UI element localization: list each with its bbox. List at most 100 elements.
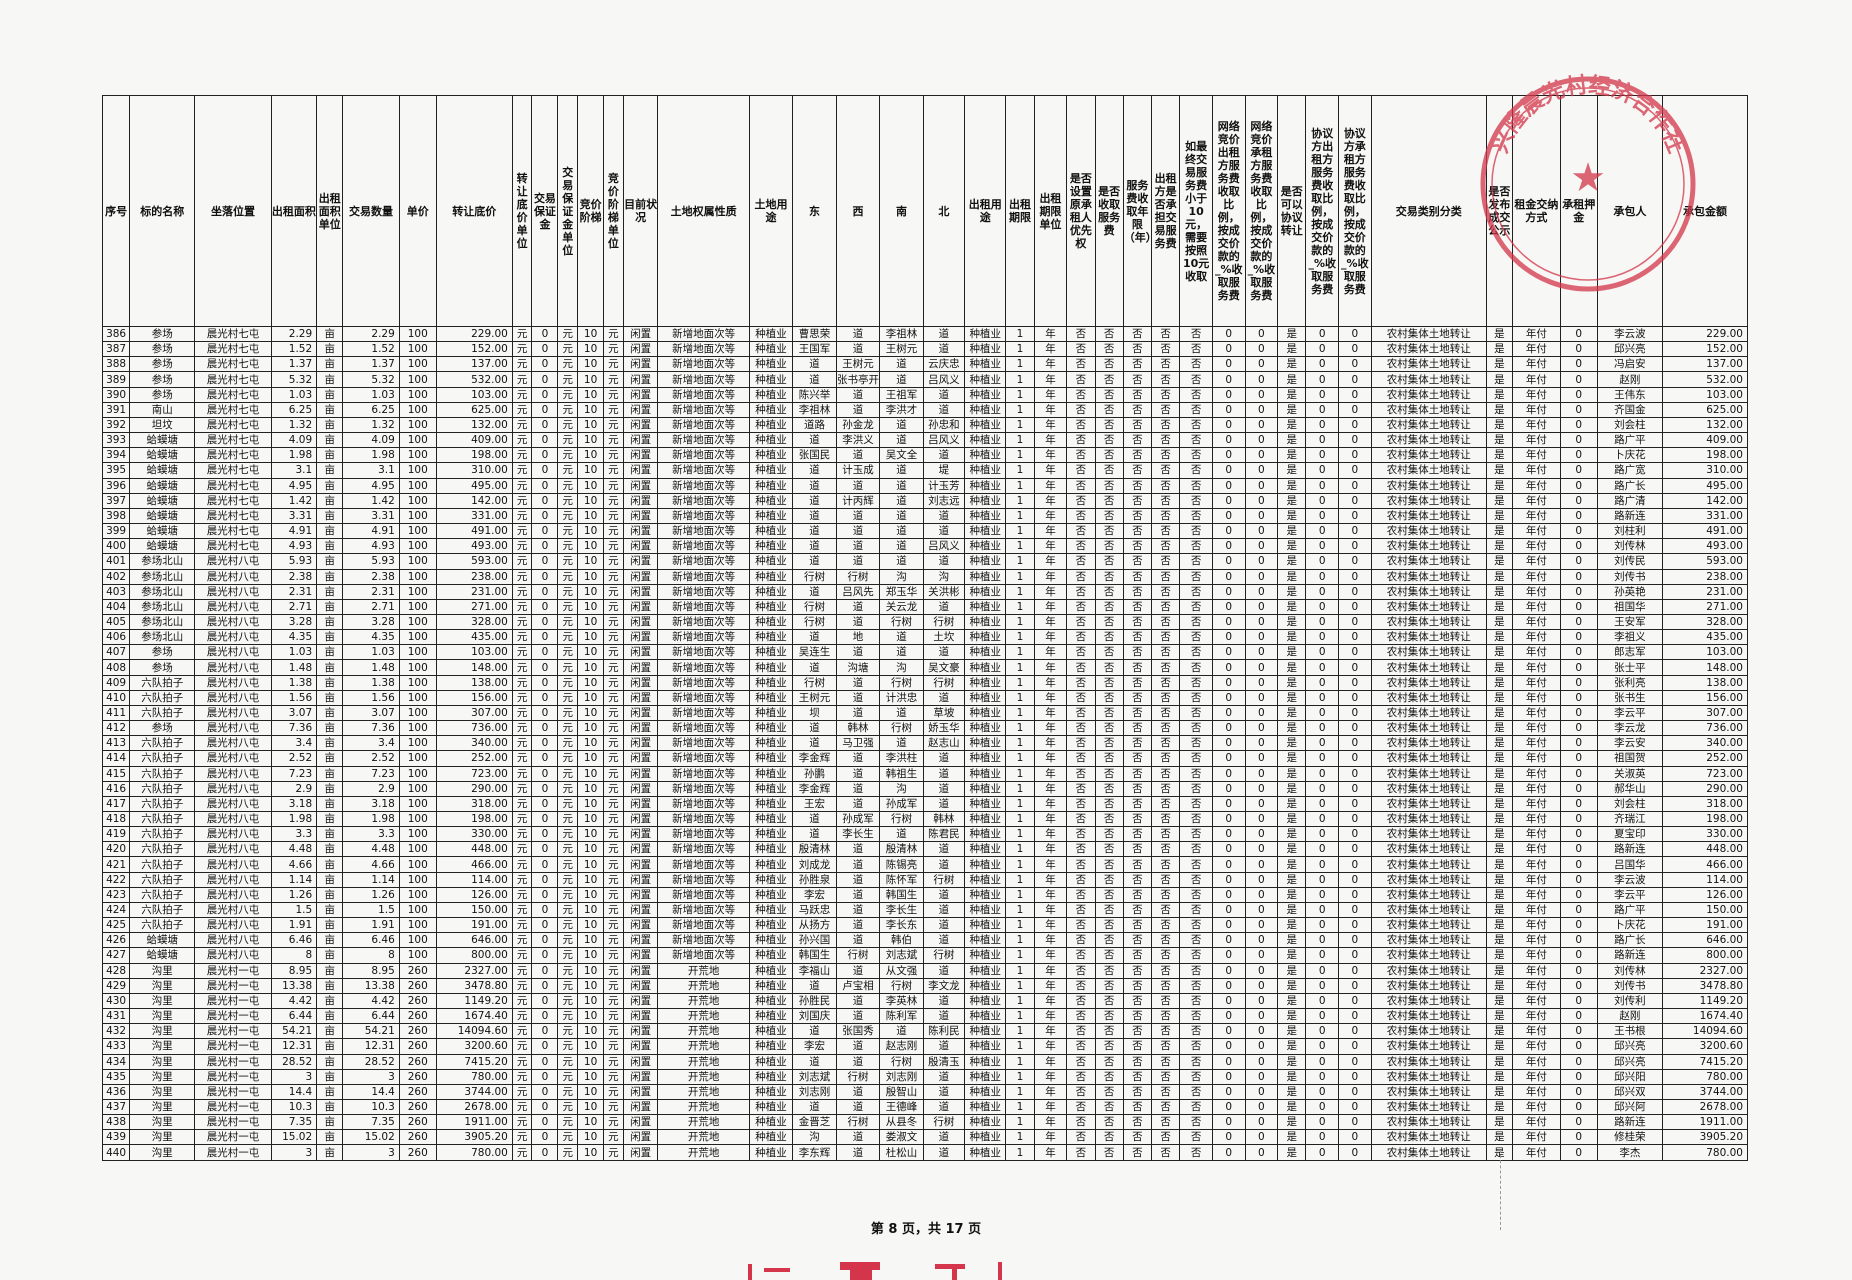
table-cell: 是 bbox=[1485, 932, 1513, 949]
table-cell: 是 bbox=[1485, 613, 1513, 631]
table-cell: 年 bbox=[1033, 538, 1068, 555]
table-cell: 10 bbox=[577, 401, 605, 418]
table-cell: 亩 bbox=[316, 613, 344, 631]
table-cell: 道 bbox=[792, 977, 837, 994]
table-cell: 年付 bbox=[1511, 856, 1561, 873]
table-cell: 0 bbox=[1338, 538, 1372, 555]
table-cell: 是 bbox=[1485, 826, 1513, 843]
table-cell: 刘会柱 bbox=[1596, 795, 1663, 813]
table-cell: 元 bbox=[603, 704, 624, 722]
table-cell: 元 bbox=[557, 629, 579, 646]
table-cell: 152.00 bbox=[1661, 341, 1749, 358]
table-cell: 年付 bbox=[1511, 629, 1561, 646]
table-cell: 农村集体土地转让 bbox=[1370, 810, 1487, 828]
table-cell: 晨光村八屯 bbox=[194, 735, 272, 752]
table-cell: 0 bbox=[1338, 947, 1372, 964]
table-cell: 10 bbox=[577, 886, 605, 903]
table-cell: 草坡 bbox=[922, 704, 966, 722]
table-cell: 道 bbox=[922, 841, 966, 858]
table-cell: 新增地面次等 bbox=[657, 507, 750, 525]
table-cell: 3.1 bbox=[342, 462, 400, 479]
table-cell: 晨光村七屯 bbox=[194, 432, 272, 449]
table-cell: 种植业 bbox=[964, 325, 1007, 343]
table-cell: 100 bbox=[398, 583, 437, 600]
table-cell: 391 bbox=[101, 401, 131, 418]
table-cell: 亩 bbox=[316, 356, 344, 373]
table-cell: 参场北山 bbox=[129, 583, 196, 600]
table-cell: 3 bbox=[270, 1144, 318, 1161]
table-cell: 沟里 bbox=[129, 992, 196, 1010]
table-cell: 韩伯 bbox=[879, 932, 924, 949]
table-cell: 1 bbox=[1005, 507, 1035, 525]
table-cell: 蛤蟆塘 bbox=[129, 932, 196, 949]
table-cell: 114.00 bbox=[1661, 871, 1749, 888]
table-cell: 是 bbox=[1485, 371, 1513, 388]
table-cell: 0 bbox=[531, 341, 559, 358]
table-cell: 李长生 bbox=[879, 901, 924, 919]
table-cell: 种植业 bbox=[964, 704, 1007, 722]
table-cell: 元 bbox=[511, 871, 533, 888]
table-cell: 种植业 bbox=[748, 750, 794, 767]
table-cell: 0 bbox=[1211, 341, 1246, 358]
table-cell: 元 bbox=[511, 826, 533, 843]
table-cell: 100 bbox=[398, 598, 437, 615]
table-cell: 0 bbox=[1305, 629, 1340, 646]
table-cell: 否 bbox=[1179, 780, 1213, 797]
table-cell: 0 bbox=[1211, 689, 1246, 706]
table-cell: 1149.20 bbox=[435, 992, 513, 1010]
table-cell: 年 bbox=[1033, 871, 1068, 888]
table-cell: 是 bbox=[1485, 886, 1513, 903]
table-cell: 张士平 bbox=[1596, 659, 1663, 676]
table-cell: 1 bbox=[1005, 1068, 1035, 1085]
table-cell: 行树 bbox=[879, 810, 924, 828]
table-cell: 100 bbox=[398, 401, 437, 418]
table-cell: 元 bbox=[603, 416, 624, 434]
table-cell: 0 bbox=[1338, 553, 1372, 570]
table-cell: 100 bbox=[398, 704, 437, 722]
table-cell: 260 bbox=[398, 1008, 437, 1025]
table-cell: 10 bbox=[577, 795, 605, 813]
table-cell: 道 bbox=[835, 932, 881, 949]
table-cell: 3.31 bbox=[270, 507, 318, 525]
table-cell: 0 bbox=[1559, 841, 1598, 858]
table-cell: 否 bbox=[1179, 1038, 1213, 1055]
table-cell: 闲置 bbox=[622, 659, 659, 676]
table-cell: 否 bbox=[1151, 977, 1181, 994]
table-cell: 农村集体土地转让 bbox=[1370, 674, 1487, 691]
table-cell: 闲置 bbox=[622, 1068, 659, 1085]
table-cell: 418 bbox=[101, 810, 131, 828]
table-cell: 10 bbox=[577, 841, 605, 858]
table-cell: 闲置 bbox=[622, 553, 659, 570]
table-cell: 参场北山 bbox=[129, 553, 196, 570]
table-cell: 否 bbox=[1094, 795, 1124, 813]
table-cell: 0 bbox=[1338, 1008, 1372, 1025]
table-cell: 沟 bbox=[922, 568, 966, 585]
table-cell: 0 bbox=[1305, 598, 1340, 615]
table-cell: 是 bbox=[1277, 1068, 1307, 1085]
table-cell: 元 bbox=[557, 704, 579, 722]
table-cell: 10 bbox=[577, 598, 605, 615]
table-cell: 否 bbox=[1122, 462, 1153, 479]
table-cell: 否 bbox=[1094, 1023, 1124, 1040]
table-cell: 种植业 bbox=[748, 553, 794, 570]
table-cell: 刘志刚 bbox=[879, 1068, 924, 1085]
column-header: 序号 bbox=[101, 95, 131, 327]
table-cell: 元 bbox=[511, 462, 533, 479]
table-cell: 农村集体土地转让 bbox=[1370, 1098, 1487, 1116]
table-cell: 元 bbox=[511, 432, 533, 449]
table-cell: 种植业 bbox=[964, 1129, 1007, 1146]
table-cell: 闲置 bbox=[622, 1083, 659, 1100]
table-cell: 新增地面次等 bbox=[657, 780, 750, 797]
table-cell: 邱兴亮 bbox=[1596, 341, 1663, 358]
table-cell: 0 bbox=[1338, 826, 1372, 843]
table-cell: 否 bbox=[1151, 356, 1181, 373]
column-header: 出租用途 bbox=[964, 95, 1007, 327]
table-cell: 道 bbox=[922, 992, 966, 1010]
table-cell: 1.32 bbox=[342, 416, 400, 434]
table-cell: 5.93 bbox=[342, 553, 400, 570]
table-cell: 年 bbox=[1033, 644, 1068, 661]
table-cell: 1.56 bbox=[270, 689, 318, 706]
